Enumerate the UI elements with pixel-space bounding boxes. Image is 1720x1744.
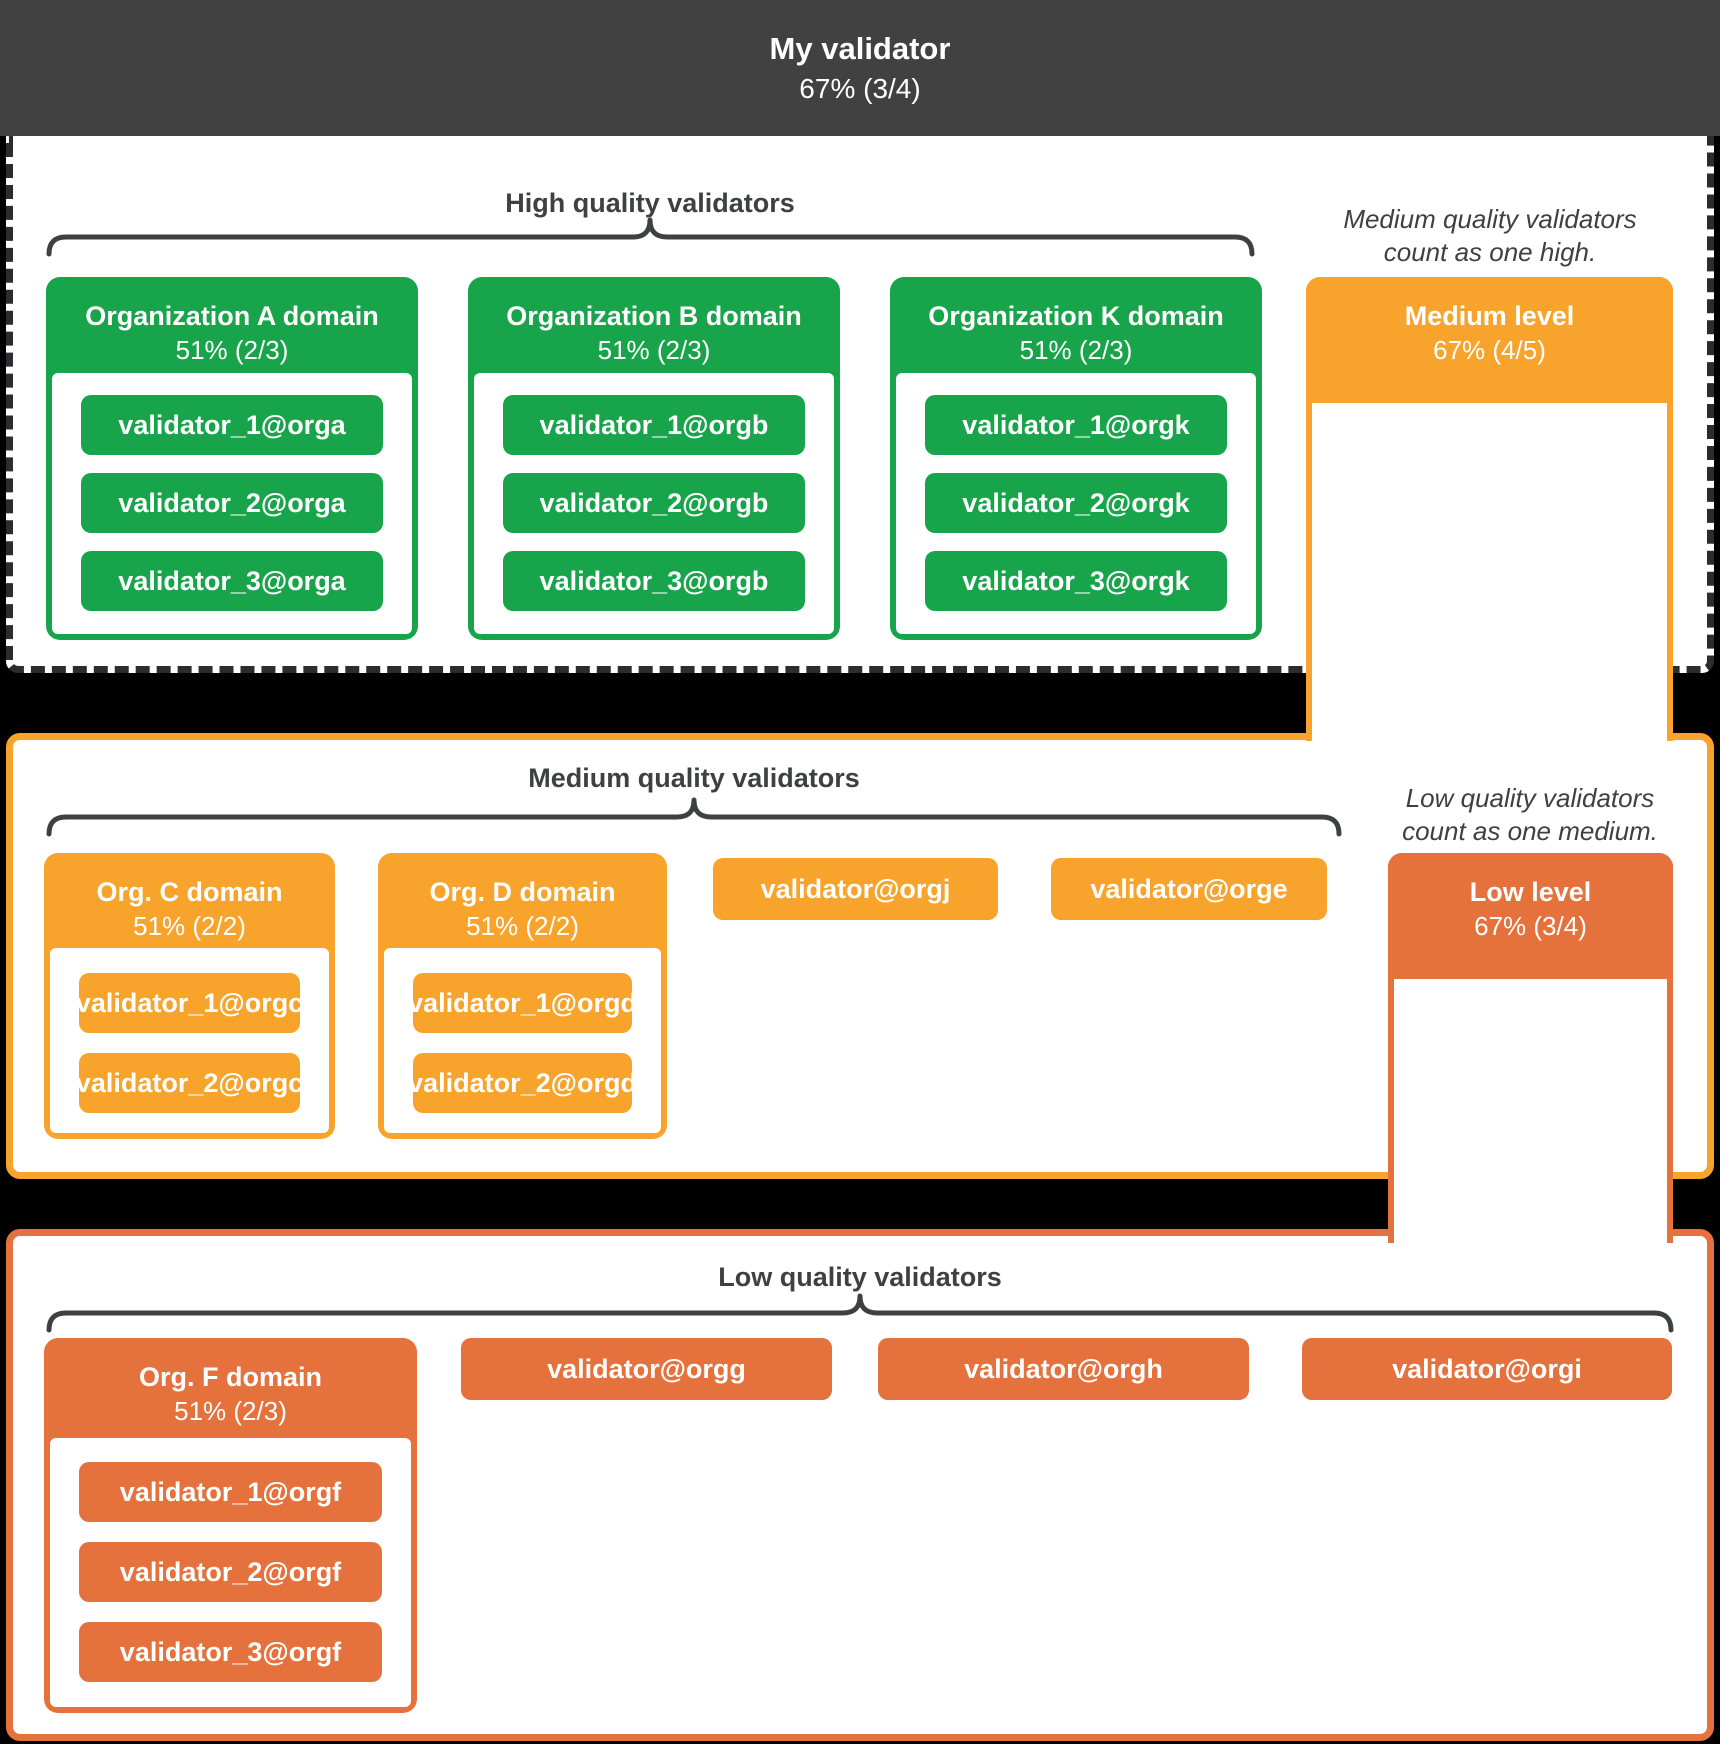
validator-pill: validator@orge [1051, 858, 1327, 920]
validator-pill: validator@orgj [713, 858, 998, 920]
medium-level-header: Medium level 67% (4/5) [1306, 277, 1673, 403]
org-b-card: Organization B domain 51% (2/3) validato… [468, 277, 840, 640]
medium-counts-note-line1: Medium quality validators [1343, 204, 1637, 234]
validator-pill: validator_2@orgf [79, 1542, 382, 1602]
validator-pill: validator_2@orgd [408, 1053, 637, 1113]
org-a-threshold: 51% (2/3) [175, 335, 289, 365]
org-f-body: validator_1@orgf validator_2@orgf valida… [50, 1438, 411, 1707]
org-k-threshold: 51% (2/3) [1019, 335, 1133, 365]
validator-pill: validator@orgi [1302, 1338, 1672, 1400]
validator-pill: validator_1@orgb [503, 395, 805, 455]
validator-pill: validator_3@orga [81, 551, 383, 611]
my-validator-threshold: 67% (3/4) [799, 73, 921, 104]
org-b-body: validator_1@orgb validator_2@orgb valida… [474, 373, 834, 634]
high-section-label: High quality validators [505, 188, 795, 218]
org-k-title: Organization K domain [928, 301, 1224, 331]
validator-pill: validator_2@orgk [925, 473, 1227, 533]
org-d-body: validator_1@orgd validator_2@orgd [384, 948, 661, 1133]
org-b-title: Organization B domain [506, 301, 802, 331]
org-d-header: Org. D domain 51% (2/2) [378, 853, 667, 943]
org-a-title: Organization A domain [85, 301, 379, 331]
low-level-box: Low level 67% (3/4) [1388, 853, 1673, 1243]
org-c-card: Org. C domain 51% (2/2) validator_1@orgc… [44, 853, 335, 1139]
validator-pill: validator_1@orgc [76, 973, 303, 1033]
validator-pill: validator@orgh [878, 1338, 1249, 1400]
validator-pill: validator_3@orgb [503, 551, 805, 611]
my-validator-header: My validator 67% (3/4) [0, 0, 1720, 136]
org-c-threshold: 51% (2/2) [133, 911, 246, 941]
org-c-title: Org. C domain [96, 877, 283, 907]
org-k-header: Organization K domain 51% (2/3) [890, 277, 1262, 367]
medium-level-title: Medium level [1404, 301, 1575, 331]
low-level-threshold: 67% (3/4) [1474, 911, 1587, 941]
low-counts-note-line2: count as one medium. [1402, 816, 1658, 846]
org-f-threshold: 51% (2/3) [174, 1396, 287, 1426]
org-d-title: Org. D domain [429, 877, 616, 907]
low-section-label: Low quality validators [718, 1262, 1002, 1292]
validator-pill: validator_3@orgf [79, 1622, 382, 1682]
validator-pill: validator_2@orgb [503, 473, 805, 533]
validator-pill: validator_3@orgk [925, 551, 1227, 611]
validator-pill: validator_1@orgd [408, 973, 637, 1033]
org-b-threshold: 51% (2/3) [597, 335, 711, 365]
org-k-card: Organization K domain 51% (2/3) validato… [890, 277, 1262, 640]
org-a-body: validator_1@orga validator_2@orga valida… [52, 373, 412, 634]
low-level-header: Low level 67% (3/4) [1388, 853, 1673, 979]
org-d-card: Org. D domain 51% (2/2) validator_1@orgd… [378, 853, 667, 1139]
low-counts-note: Low quality validators count as one medi… [1330, 782, 1720, 848]
org-c-body: validator_1@orgc validator_2@orgc [50, 948, 329, 1133]
validator-pill: validator@orgg [461, 1338, 832, 1400]
validator-pill: validator_1@orgk [925, 395, 1227, 455]
org-f-title: Org. F domain [138, 1362, 322, 1392]
validator-pill: validator_1@orgf [79, 1462, 382, 1522]
org-f-header: Org. F domain 51% (2/3) [44, 1338, 417, 1428]
org-c-header: Org. C domain 51% (2/2) [44, 853, 335, 943]
medium-counts-note-line2: count as one high. [1383, 237, 1597, 267]
org-f-card: Org. F domain 51% (2/3) validator_1@orgf… [44, 1338, 417, 1713]
medium-level-box: Medium level 67% (4/5) [1306, 277, 1673, 741]
medium-level-threshold: 67% (4/5) [1433, 335, 1546, 365]
low-counts-note-line1: Low quality validators [1405, 783, 1655, 813]
org-d-threshold: 51% (2/2) [466, 911, 579, 941]
org-a-header: Organization A domain 51% (2/3) [46, 277, 418, 367]
validator-pill: validator_1@orga [81, 395, 383, 455]
org-a-card: Organization A domain 51% (2/3) validato… [46, 277, 418, 640]
low-level-title: Low level [1469, 877, 1592, 907]
medium-counts-note: Medium quality validators count as one h… [1290, 203, 1690, 269]
my-validator-title: My validator [769, 31, 951, 66]
org-k-body: validator_1@orgk validator_2@orgk valida… [896, 373, 1256, 634]
validator-pill: validator_2@orga [81, 473, 383, 533]
validator-pill: validator_2@orgc [76, 1053, 303, 1113]
medium-section-label: Medium quality validators [528, 763, 860, 793]
org-b-header: Organization B domain 51% (2/3) [468, 277, 840, 367]
